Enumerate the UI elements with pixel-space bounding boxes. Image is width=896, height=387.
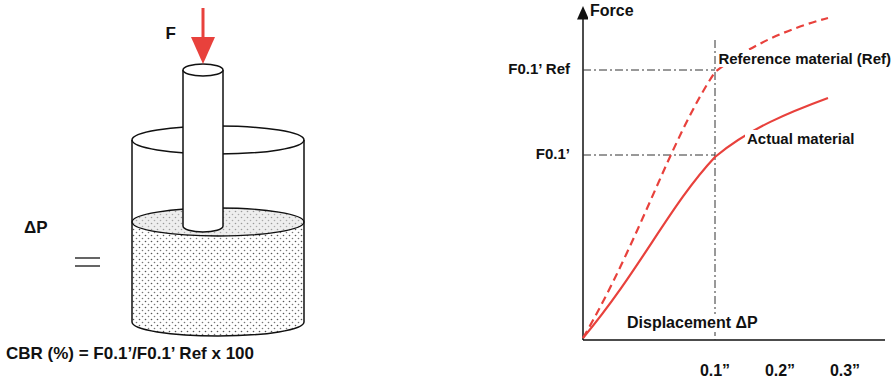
tick-label: 0.3”	[828, 362, 862, 380]
guide-line	[715, 40, 716, 340]
x-axis	[583, 339, 885, 341]
guide-line	[583, 70, 715, 71]
formula: CBR (%) = F0.1’/F0.1’ Ref x 100	[4, 344, 256, 364]
piston-top	[183, 64, 223, 76]
tick-label: 0.1”	[698, 362, 732, 380]
force-arrow	[202, 8, 205, 52]
y-axis	[582, 12, 584, 340]
axis-title: Displacement ΔP	[625, 314, 760, 332]
reference-force: F0.1’ Ref	[506, 60, 572, 77]
guide-line	[583, 155, 715, 156]
piston	[183, 70, 223, 232]
curve-label: Actual material	[745, 130, 857, 147]
displacement-mark	[75, 265, 100, 266]
force-label: F	[164, 24, 178, 44]
displacement-label: ΔP	[22, 218, 50, 238]
axis-title: Force	[588, 2, 636, 20]
actual-force: F0.1’	[534, 145, 572, 162]
displacement-mark	[75, 257, 100, 258]
curve-label: Reference material (Ref)	[716, 50, 893, 67]
tick-label: 0.2”	[763, 362, 797, 380]
